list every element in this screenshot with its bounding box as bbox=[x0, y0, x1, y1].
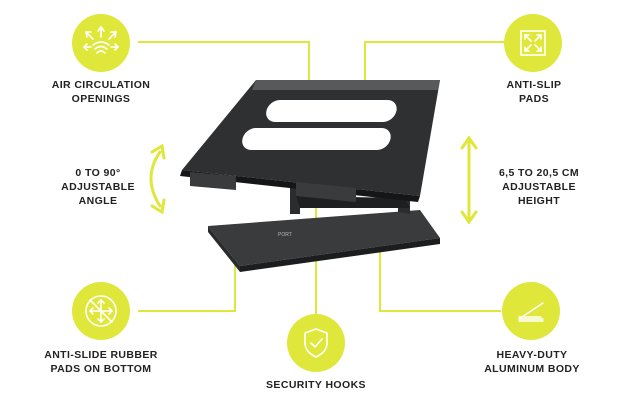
airflow-arrows-icon bbox=[82, 25, 120, 54]
label-line: ANTI-SLIDE RUBBER bbox=[44, 349, 158, 361]
security-hooks-badge bbox=[287, 314, 345, 372]
curved-double-arrow-icon bbox=[149, 143, 166, 215]
label-line: SECURITY HOOKS bbox=[266, 379, 366, 391]
anti-slide-label: ANTI-SLIDE RUBBER PADS ON BOTTOM bbox=[36, 348, 166, 376]
air-circulation-badge bbox=[72, 14, 130, 72]
label-line: 6,5 TO 20,5 CM bbox=[498, 167, 580, 179]
label-line: HEAVY-DUTY bbox=[496, 349, 568, 361]
aluminum-badge bbox=[502, 282, 560, 340]
label-line: 0 TO 90° bbox=[75, 167, 121, 179]
crossed-arrows-icon bbox=[85, 295, 117, 327]
thin-stand-icon bbox=[518, 302, 544, 322]
stand-arms bbox=[290, 186, 410, 214]
label-line: OPENINGS bbox=[71, 93, 131, 105]
label-line: ANGLE bbox=[78, 195, 118, 207]
security-hooks-label: SECURITY HOOKS bbox=[256, 378, 376, 392]
aluminum-label: HEAVY-DUTY ALUMINUM BODY bbox=[476, 348, 588, 376]
height-label: 6,5 TO 20,5 CM ADJUSTABLE HEIGHT bbox=[480, 166, 598, 208]
expand-corners-icon bbox=[520, 30, 546, 56]
air-circulation-label: AIR CIRCULATION OPENINGS bbox=[44, 78, 158, 106]
shield-check-icon bbox=[304, 328, 328, 358]
label-line: ANTI-SLIP bbox=[506, 79, 562, 91]
label-line: PADS bbox=[519, 93, 549, 105]
brand-mark: PORT bbox=[278, 232, 292, 238]
label-line: PADS ON BOTTOM bbox=[50, 363, 152, 375]
label-line: HEIGHT bbox=[517, 195, 561, 207]
label-line: ADJUSTABLE bbox=[61, 181, 135, 193]
vertical-double-arrow-icon bbox=[460, 135, 478, 225]
stand-base: PORT bbox=[208, 210, 440, 272]
angle-label: 0 TO 90° ADJUSTABLE ANGLE bbox=[50, 166, 146, 208]
anti-slide-badge bbox=[72, 282, 130, 340]
stand-platform bbox=[180, 80, 440, 202]
anti-slip-badge bbox=[504, 14, 562, 72]
label-line: ALUMINUM BODY bbox=[484, 363, 580, 375]
label-line: AIR CIRCULATION bbox=[51, 79, 151, 91]
anti-slip-label: ANTI-SLIP PADS bbox=[486, 78, 582, 106]
label-line: ADJUSTABLE bbox=[502, 181, 576, 193]
